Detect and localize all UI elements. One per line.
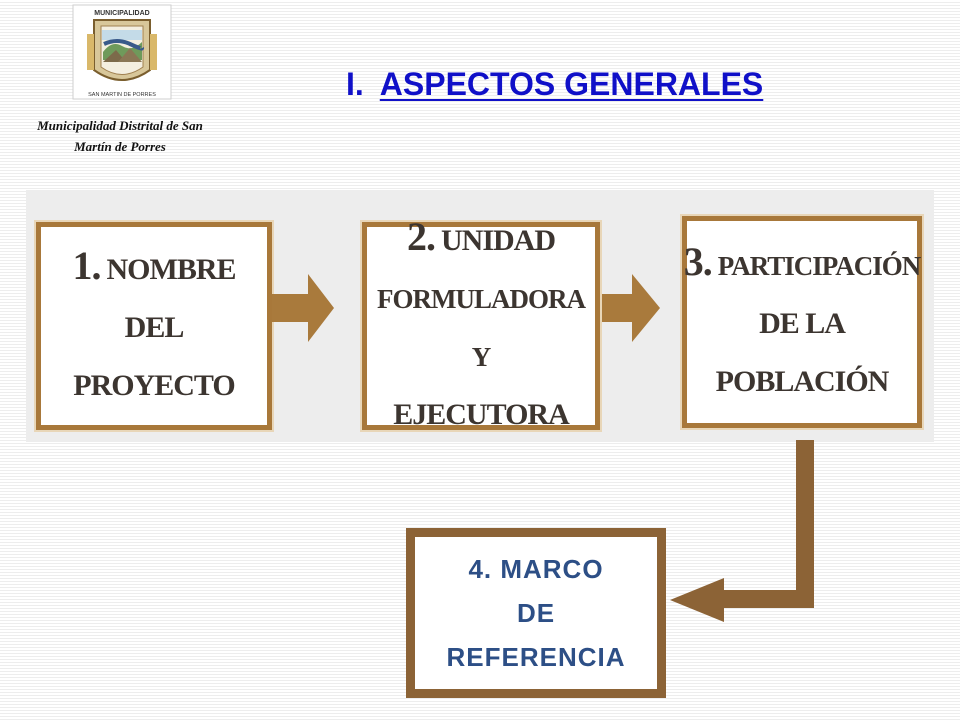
step-2-line-1: UNIDAD xyxy=(441,224,556,257)
step-box-1: 1.NOMBRE DEL PROYECTO xyxy=(36,222,272,430)
caption-line-2: Martín de Porres xyxy=(74,139,166,154)
step-2-line-3: EJECUTORA xyxy=(393,398,569,431)
section-number: I. xyxy=(346,66,364,102)
municipality-caption: Municipalidad Distrital de San Martín de… xyxy=(0,115,240,157)
municipality-logo: MUNICIPALIDAD SAN MARTIN DE PORRES xyxy=(72,4,172,100)
logo-text-bottom: SAN MARTIN DE PORRES xyxy=(88,92,156,98)
step-2-line-2: FORMULADORA Y xyxy=(377,284,586,372)
caption-line-1: Municipalidad Distrital de San xyxy=(37,118,203,133)
step-3-line-2: DE LA xyxy=(759,307,846,340)
step-4-line-1: 4. MARCO xyxy=(468,554,604,584)
step-3-number: 3. xyxy=(683,239,713,284)
step-1-line-2: DEL xyxy=(124,311,185,344)
section-title-text: ASPECTOS GENERALES xyxy=(379,66,764,102)
step-box-4: 4. MARCO DE REFERENCIA xyxy=(406,528,666,698)
step-2-number: 2. xyxy=(407,214,436,259)
step-1-number: 1. xyxy=(72,243,102,288)
step-box-2: 2.UNIDAD FORMULADORA Y EJECUTORA xyxy=(362,214,600,431)
step-box-3: 3.PARTICIPACIÓN DE LA POBLACIÓN xyxy=(682,216,922,428)
step-4-line-2: DE xyxy=(516,598,556,628)
step-3-line-3: POBLACIÓN xyxy=(715,365,890,398)
connector-arrow-icon xyxy=(670,440,814,622)
step-4-line-3: REFERENCIA xyxy=(446,642,626,672)
logo-text-top: MUNICIPALIDAD xyxy=(94,10,149,17)
step-3-line-1: PARTICIPACIÓN xyxy=(717,251,922,281)
step-1-line-1: NOMBRE xyxy=(106,253,237,286)
section-title: I. ASPECTOS GENERALES xyxy=(346,66,763,103)
right-arrow-icon xyxy=(272,274,334,342)
step-1-line-3: PROYECTO xyxy=(73,369,235,402)
right-arrow-icon xyxy=(602,274,660,342)
